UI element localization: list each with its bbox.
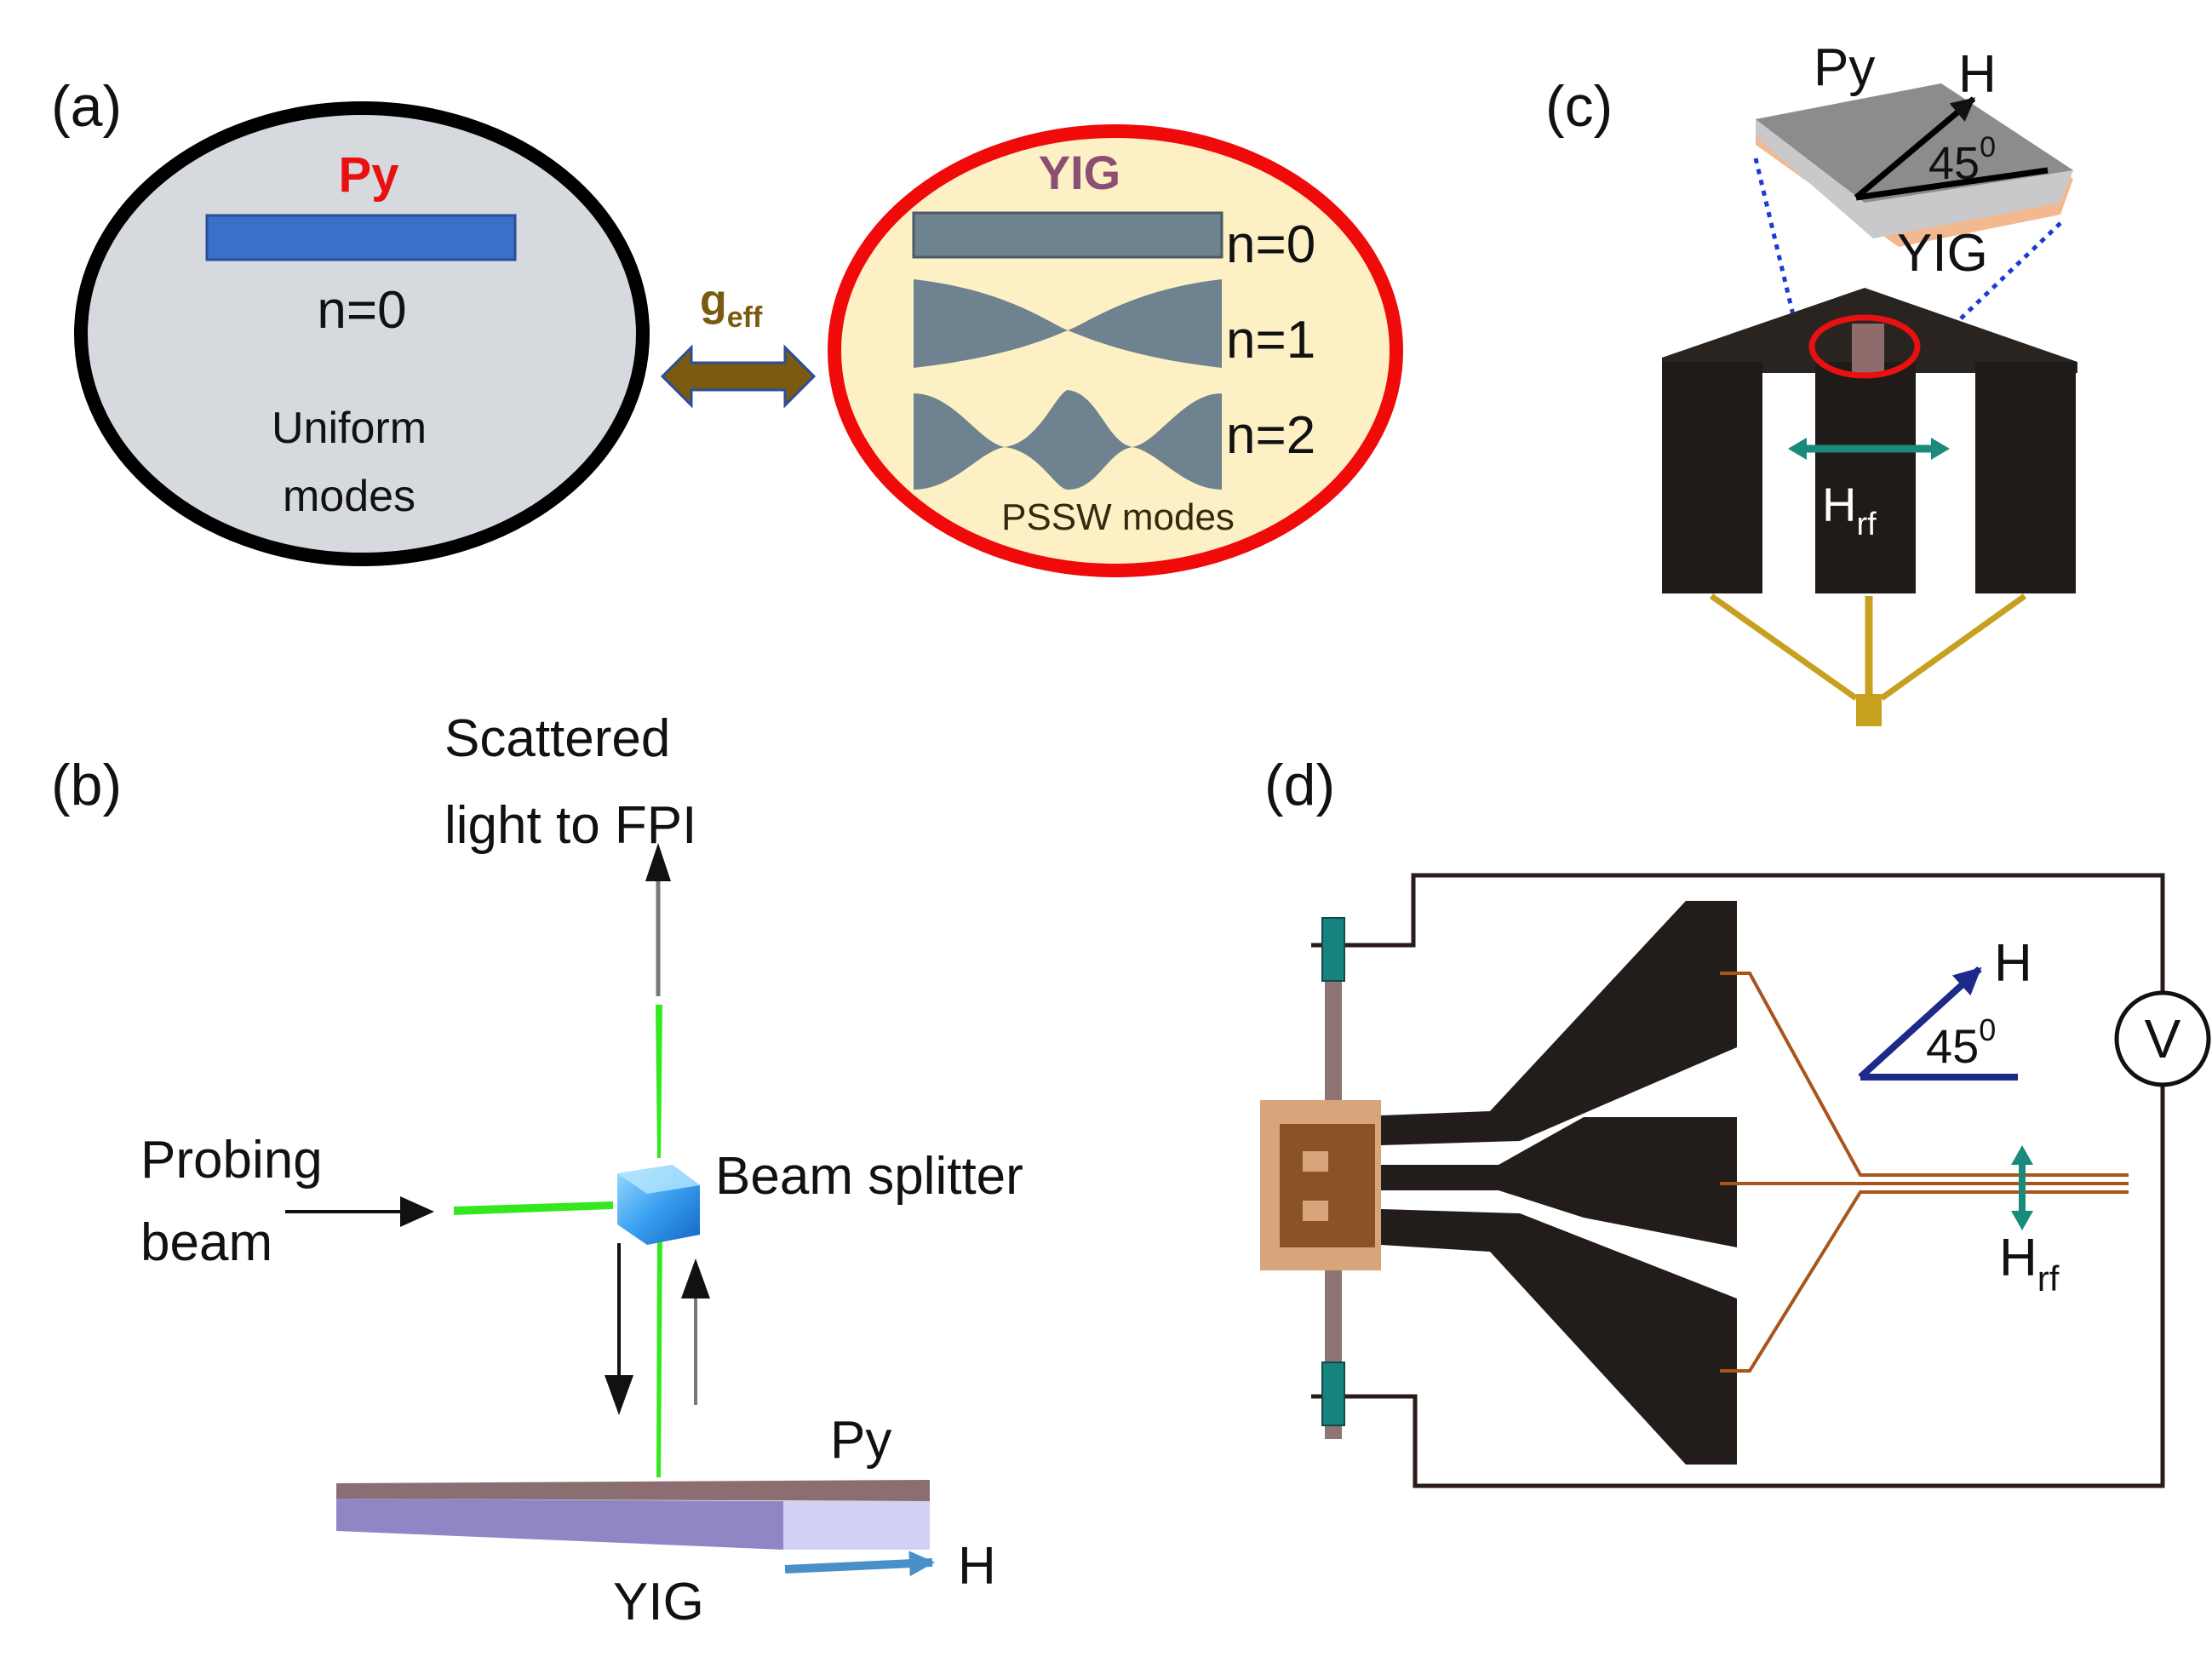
coupling-double-arrow: [660, 344, 817, 409]
py-uniform-mode-bar: [205, 214, 517, 261]
panel-c-py-label: Py: [1814, 38, 1875, 97]
contact-pad-bottom: [1321, 1362, 1345, 1426]
yig-film-front: [336, 1499, 783, 1550]
panel-b-yig-label: YIG: [613, 1573, 704, 1631]
yig-mode-n1: [914, 279, 1222, 368]
panel-a: (a) Py n=0 Uniform modes geff YIG n=0 n=…: [51, 74, 1403, 577]
cpw-signal: [1381, 1117, 1737, 1247]
panel-c-hrf-arrowhead-right: [1931, 438, 1950, 460]
panel-c-angle-label: 450: [1928, 131, 1996, 189]
laser-beam-down: [656, 1226, 662, 1477]
panel-b-field-label: H: [958, 1537, 996, 1596]
scattered-light-line1: Scattered: [444, 709, 670, 768]
panel-d-hrf-label: Hrf: [1999, 1229, 2060, 1298]
panel-c: (c) Py H 450 YIG Hrf: [1545, 38, 2077, 726]
probe-tip-left: [1709, 593, 1859, 701]
probing-beam-line2: beam: [140, 1213, 272, 1272]
beam-splitter-top-face: [617, 1165, 700, 1194]
panel-b-py-label: Py: [830, 1411, 891, 1470]
probe-body: [1856, 694, 1882, 726]
circuit-wire-top: [1311, 873, 2165, 992]
yig-film-side: [783, 1501, 930, 1550]
yig-mode-n2: [914, 390, 1222, 490]
coupling-label: geff: [700, 276, 763, 334]
py-caption-line2: modes: [283, 472, 415, 521]
cpw-ground-top: [1381, 901, 1737, 1145]
yig-mode-label-n2: n=2: [1226, 406, 1315, 465]
beam-splitter-label: Beam splitter: [715, 1147, 1023, 1206]
panel-c-field-label: H: [1958, 45, 1997, 104]
yig-mode-label-n0: n=0: [1226, 215, 1315, 274]
py-pattern-gap-bottom: [1303, 1201, 1328, 1221]
rf-wire-bottom: [1720, 1190, 2129, 1373]
yig-title: YIG: [1039, 146, 1120, 199]
panel-c-yig-label: YIG: [1897, 224, 1988, 283]
laser-beam-up: [656, 1005, 662, 1158]
rf-wire-top: [1720, 972, 2129, 1177]
panel-b-field-arrow: [784, 1551, 935, 1577]
yig-caption: PSSW modes: [1001, 496, 1235, 538]
panel-c-angle-baseline: [1855, 167, 2049, 201]
laser-beam-horizontal: [454, 1201, 613, 1215]
py-title: Py: [339, 147, 399, 203]
waveguide-signal-line: [1815, 362, 1916, 593]
circuit-wire-bottom: [1311, 1086, 2165, 1488]
waveguide-ground-right: [1975, 362, 2076, 593]
yig-mode-n0: [912, 211, 1223, 259]
panel-d-angle-label: 450: [1926, 1012, 1996, 1073]
py-pattern: [1280, 1124, 1375, 1247]
cpw-ground-bottom: [1381, 1209, 1737, 1465]
panel-d-field-arrow: [1858, 966, 1982, 1080]
yig-mode-label-n1: n=1: [1226, 311, 1315, 370]
contact-pad-top: [1321, 917, 1345, 982]
panel-d: (d) V Hrf H 450: [1260, 753, 2211, 1488]
sample-highlight-circle: [1808, 314, 1921, 379]
py-mode-label: n=0: [317, 281, 406, 340]
probing-beam-line1: Probing: [140, 1131, 323, 1190]
panel-d-label: (d): [1264, 753, 1335, 817]
incident-beam-arrowhead: [605, 1375, 633, 1415]
sample-on-signal-line: [1852, 324, 1884, 373]
waveguide-ground-left: [1662, 362, 1762, 593]
panel-c-hrf-label: Hrf: [1822, 478, 1877, 542]
scattered-light-line2: light to FPI: [444, 796, 696, 855]
panel-c-label: (c): [1545, 74, 1613, 139]
panel-b: (b) Scattered light to FPI Probing beam …: [51, 709, 1023, 1631]
scattered-light-arrowhead: [645, 843, 671, 881]
py-caption-line1: Uniform: [272, 404, 427, 453]
panel-d-hrf-arrowhead-down: [2011, 1211, 2033, 1230]
panel-d-field-label: H: [1994, 934, 2032, 993]
py-layer-inset: [1756, 83, 2073, 203]
panel-a-label: (a): [51, 74, 122, 139]
panel-c-hrf-arrowhead-left: [1788, 438, 1807, 460]
panel-d-hrf-arrowhead-up: [2011, 1145, 2033, 1165]
panel-b-label: (b): [51, 753, 122, 817]
reflected-beam-arrowhead: [681, 1258, 710, 1298]
voltmeter: [2114, 990, 2211, 1087]
panel-c-field-arrow: [1854, 96, 1976, 200]
voltmeter-label: V: [2145, 1008, 2181, 1069]
py-pattern-gap-top: [1303, 1151, 1328, 1172]
probing-beam-arrowhead: [400, 1196, 434, 1227]
py-film: [336, 1480, 930, 1501]
probe-tip-right: [1879, 593, 2027, 701]
